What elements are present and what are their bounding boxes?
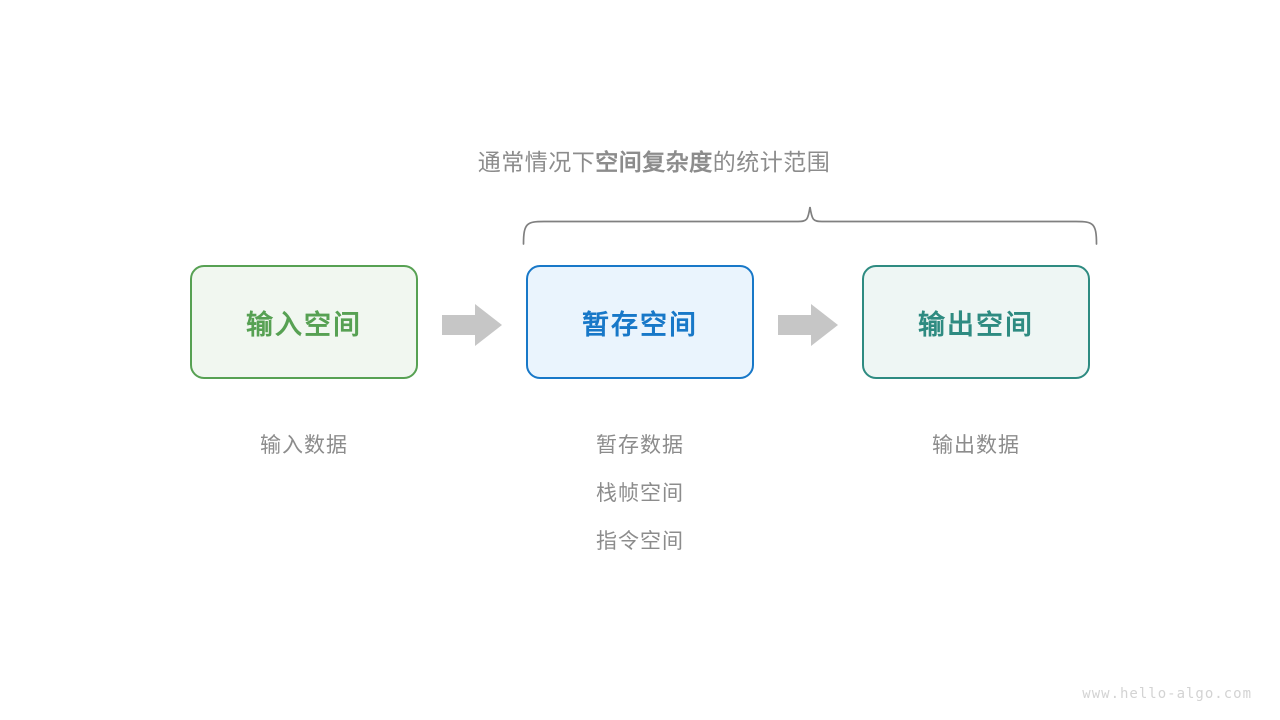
box-input-space: 输入空间 xyxy=(190,265,418,379)
caption-group-temp: 暂存数据 栈帧空间 指令空间 xyxy=(490,422,790,566)
caption-line: 指令空间 xyxy=(596,530,684,553)
arrow-right-icon xyxy=(778,304,838,346)
box-temp-space-label: 暂存空间 xyxy=(582,309,698,340)
watermark: www.hello-algo.com xyxy=(1082,686,1252,702)
caption-line: 栈帧空间 xyxy=(596,482,684,505)
box-input-space-label: 输入空间 xyxy=(246,309,362,340)
caption-line: 输出数据 xyxy=(932,434,1020,457)
scope-caption-prefix: 通常情况下 xyxy=(477,149,596,175)
box-temp-space: 暂存空间 xyxy=(526,265,754,379)
caption-line: 暂存数据 xyxy=(596,434,684,457)
scope-caption: 通常情况下空间复杂度的统计范围 xyxy=(0,145,1280,179)
arrow-right-icon xyxy=(442,304,502,346)
caption-line: 输入数据 xyxy=(260,434,348,457)
box-output-space: 输出空间 xyxy=(862,265,1090,379)
scope-caption-emphasis: 空间复杂度 xyxy=(595,149,713,175)
scope-caption-suffix: 的统计范围 xyxy=(712,149,831,175)
caption-group-output: 输出数据 xyxy=(826,422,1126,470)
box-output-space-label: 输出空间 xyxy=(918,309,1034,340)
caption-group-input: 输入数据 xyxy=(154,422,454,470)
scope-brace-icon xyxy=(522,206,1098,245)
